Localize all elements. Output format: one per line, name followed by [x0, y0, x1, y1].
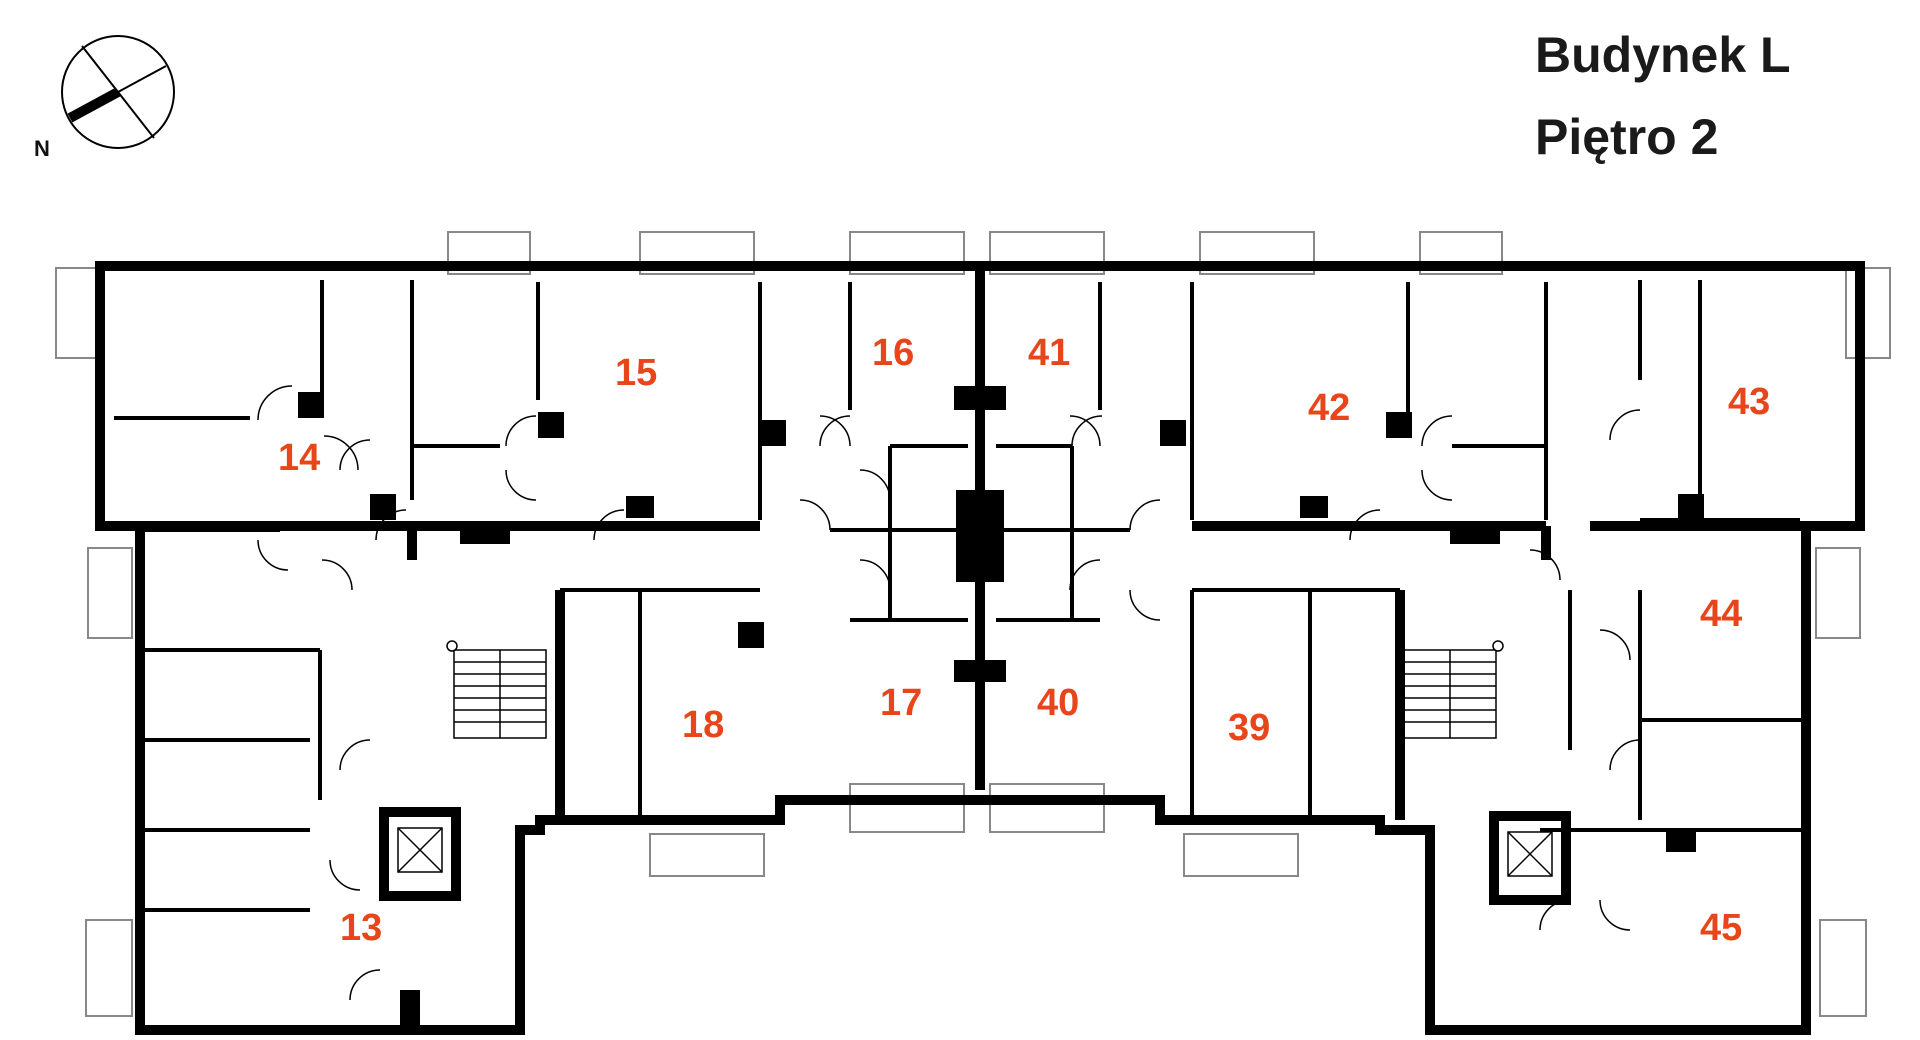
unit-43: 43: [1728, 381, 1770, 423]
unit-44: 44: [1700, 593, 1742, 635]
unit-labels: 13 14 15 16 17 18 39 40 41 42 43 44 45: [278, 332, 1770, 949]
unit-14: 14: [278, 437, 320, 479]
interior-walls: [114, 280, 1806, 912]
unit-18: 18: [682, 704, 724, 746]
staircase-right: [1403, 640, 1504, 739]
floor-title: Piętro 2: [1535, 109, 1719, 165]
staircase-left: [446, 640, 547, 739]
elevator-right: [1489, 811, 1571, 905]
compass-icon: [61, 35, 175, 149]
balconies: [55, 231, 1891, 1017]
unit-41: 41: [1028, 332, 1070, 374]
unit-15: 15: [615, 352, 657, 394]
unit-45: 45: [1700, 907, 1742, 949]
unit-13: 13: [340, 907, 382, 949]
unit-39: 39: [1228, 707, 1270, 749]
building-title: Budynek L: [1535, 27, 1791, 83]
doors: [257, 385, 1641, 1001]
unit-17: 17: [880, 682, 922, 724]
unit-16: 16: [872, 332, 914, 374]
columns: [298, 386, 1704, 1030]
elevator-left: [379, 807, 461, 901]
unit-42: 42: [1308, 387, 1350, 429]
north-label: N: [34, 136, 50, 161]
unit-40: 40: [1037, 682, 1079, 724]
